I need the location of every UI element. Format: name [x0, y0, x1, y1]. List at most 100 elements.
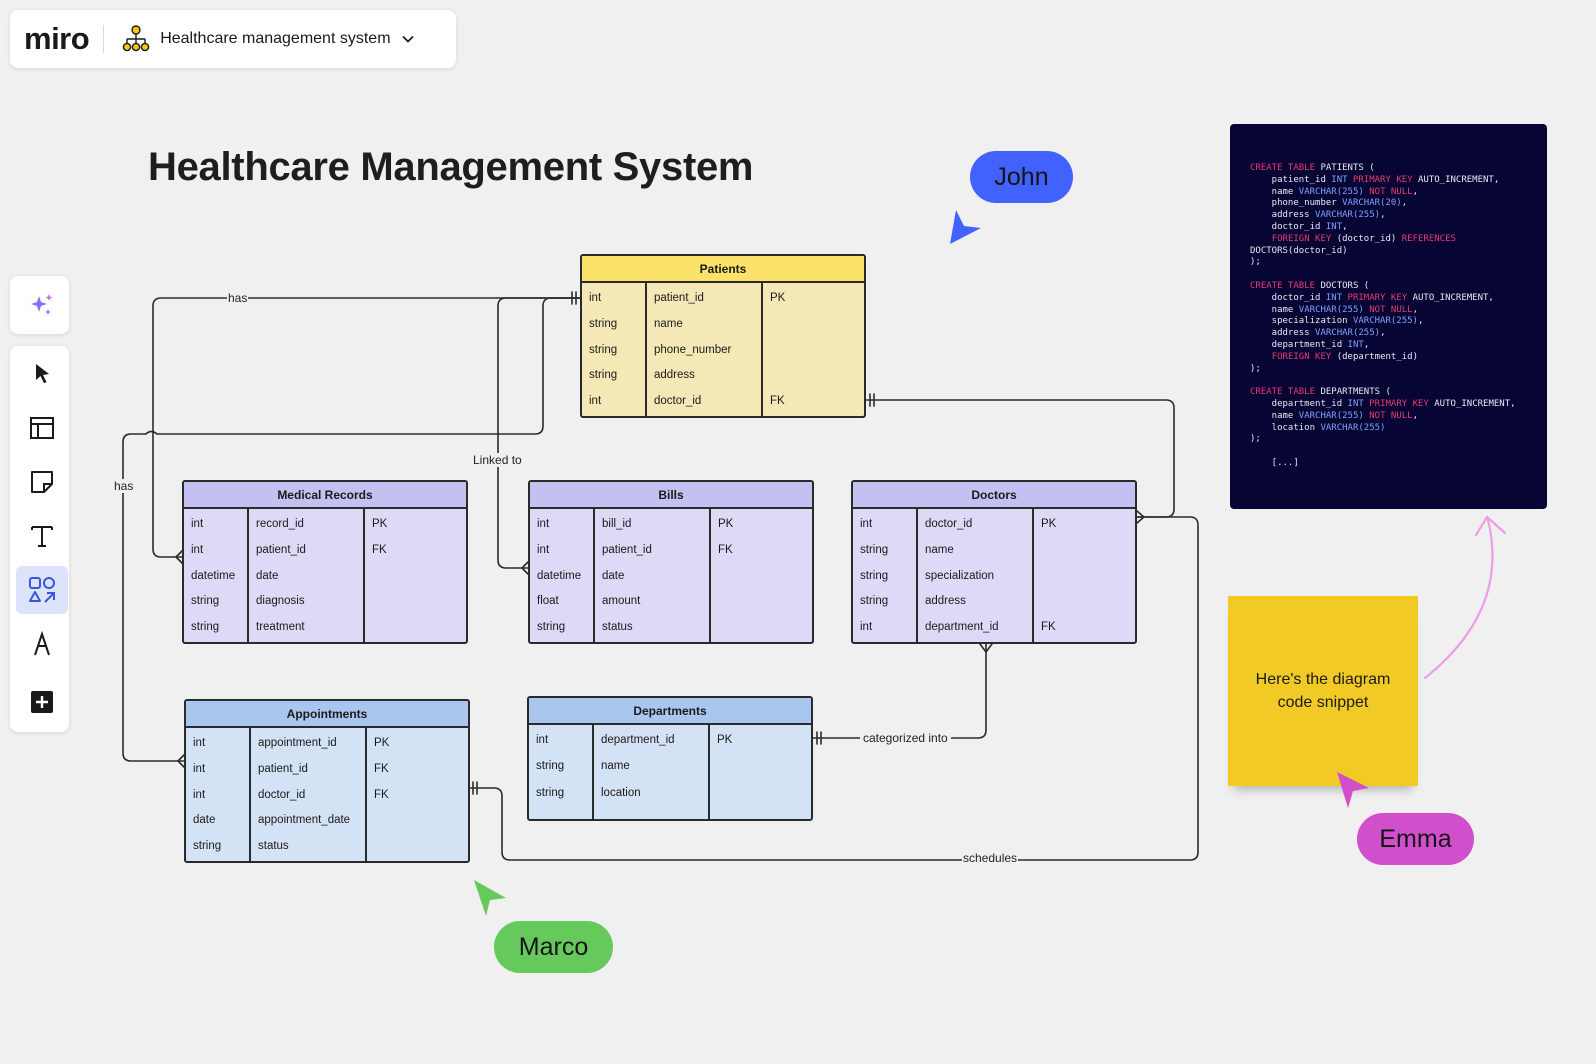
- field-key: [1034, 567, 1135, 593]
- table-departments[interactable]: Departments int string string department…: [527, 696, 813, 821]
- shapes-tool[interactable]: [16, 566, 68, 614]
- code-line: department_id INT,: [1250, 339, 1370, 350]
- miro-logo[interactable]: miro: [24, 21, 90, 56]
- sticky-note[interactable]: Here's the diagram code snippet: [1228, 596, 1418, 786]
- field-type: int: [537, 518, 550, 530]
- field-key: FK: [374, 788, 389, 801]
- field-key: [365, 567, 466, 593]
- plus-icon: [31, 691, 53, 713]
- shapes-icon: [29, 577, 55, 603]
- code-line: [1250, 446, 1547, 458]
- table-patients[interactable]: Patients int string string string int pa…: [580, 254, 866, 418]
- field-key: [1034, 541, 1135, 567]
- code-line: FOREIGN KEY (doctor_id) REFERENCES: [1271, 233, 1456, 244]
- field-name: patient_id: [654, 292, 704, 304]
- code-line: specialization VARCHAR(255),: [1250, 316, 1424, 327]
- ai-toolbar: [10, 276, 69, 334]
- field-type: string: [536, 786, 565, 799]
- field-key: [365, 618, 466, 642]
- field-key: [711, 567, 812, 593]
- table-title: Medical Records: [184, 482, 466, 509]
- field-type: int: [589, 292, 602, 304]
- field-type: float: [537, 595, 559, 608]
- table-doctors[interactable]: Doctors int string string string int doc…: [851, 480, 1137, 644]
- page-title[interactable]: Healthcare Management System: [148, 145, 754, 189]
- field-name: address: [654, 369, 695, 382]
- code-snippet-panel[interactable]: CREATE TABLE PATIENTS ( patient_id INT P…: [1230, 124, 1547, 509]
- code-line: doctor_id INT,: [1250, 221, 1348, 232]
- field-type: string: [860, 569, 889, 582]
- frames-tool[interactable]: [16, 404, 68, 452]
- connector-doctors-departments: [812, 643, 987, 739]
- code-line: department_id INT PRIMARY KEY AUTO_INCRE…: [1250, 398, 1516, 409]
- more-tools-button[interactable]: [16, 678, 68, 726]
- field-name: treatment: [256, 621, 305, 634]
- code-line: name VARCHAR(255) NOT NULL,: [1250, 186, 1419, 197]
- field-type: int: [537, 543, 550, 556]
- field-type: string: [860, 595, 889, 608]
- code-line: CREATE TABLE PATIENTS (: [1250, 163, 1375, 173]
- relation-label-has[interactable]: has: [227, 291, 249, 305]
- sticky-note-icon: [31, 471, 53, 493]
- field-type: string: [536, 760, 565, 773]
- table-appointments[interactable]: Appointments int int int date string app…: [184, 699, 470, 863]
- field-name: doctor_id: [654, 395, 702, 408]
- code-line: [...]: [1250, 457, 1299, 468]
- board-title[interactable]: Healthcare management system: [160, 30, 391, 47]
- field-name: record_id: [256, 518, 304, 530]
- field-name: status: [602, 621, 633, 634]
- field-key: [1034, 592, 1135, 618]
- code-line: [1250, 269, 1547, 281]
- field-name: name: [601, 760, 630, 773]
- table-title: Doctors: [853, 482, 1135, 509]
- table-title: Departments: [529, 698, 811, 725]
- collaborator-marco: Marco: [494, 921, 613, 973]
- field-type: int: [860, 518, 873, 530]
- pen-tool[interactable]: [16, 620, 68, 668]
- field-name: patient_id: [258, 762, 308, 775]
- table-title: Patients: [582, 256, 864, 283]
- sticky-note-tool[interactable]: [16, 458, 68, 506]
- code-line: );: [1250, 363, 1261, 374]
- code-line: CREATE TABLE DOCTORS (: [1250, 280, 1370, 291]
- code-snippet: CREATE TABLE PATIENTS ( patient_id INT P…: [1250, 163, 1547, 470]
- text-tool[interactable]: [16, 512, 68, 560]
- code-line: );: [1250, 434, 1261, 445]
- field-type: string: [860, 543, 889, 556]
- field-type: string: [589, 343, 618, 356]
- collaborator-john: John: [970, 151, 1073, 203]
- field-key: [367, 811, 468, 837]
- relation-label-linked-to[interactable]: Linked to: [472, 453, 523, 467]
- field-key: PK: [717, 734, 733, 746]
- table-bills[interactable]: Bills int int datetime float string bill…: [528, 480, 814, 644]
- relation-label-has-appointments[interactable]: has: [113, 479, 135, 493]
- field-type: int: [193, 788, 206, 801]
- field-key: PK: [770, 292, 786, 304]
- select-tool[interactable]: [16, 350, 68, 398]
- field-type: int: [589, 395, 602, 408]
- sparkle-icon: [31, 294, 53, 315]
- field-name: doctor_id: [925, 518, 973, 530]
- field-key: FK: [718, 543, 733, 556]
- field-type: int: [191, 518, 204, 530]
- code-line: patient_id INT PRIMARY KEY AUTO_INCREMEN…: [1250, 174, 1500, 185]
- relation-label-categorized-into[interactable]: categorized into: [860, 731, 951, 745]
- code-line: name VARCHAR(255) NOT NULL,: [1250, 410, 1419, 421]
- field-name: patient_id: [602, 543, 652, 556]
- relation-label-schedules[interactable]: schedules: [962, 851, 1019, 865]
- table-medical-records[interactable]: Medical Records int int datetime string …: [182, 480, 468, 644]
- code-line: );: [1250, 257, 1261, 268]
- field-type: string: [589, 369, 618, 382]
- chevron-down-icon[interactable]: [401, 32, 415, 46]
- field-type: int: [860, 621, 873, 634]
- field-name: amount: [602, 595, 641, 608]
- field-key: [710, 784, 811, 810]
- code-line: address VARCHAR(255),: [1250, 328, 1386, 339]
- ai-assist-button[interactable]: [16, 281, 68, 329]
- cursor-john-icon: [950, 210, 981, 244]
- field-name: status: [258, 840, 289, 853]
- field-name: bill_id: [602, 518, 632, 530]
- field-type: int: [191, 543, 204, 556]
- field-name: patient_id: [256, 543, 306, 556]
